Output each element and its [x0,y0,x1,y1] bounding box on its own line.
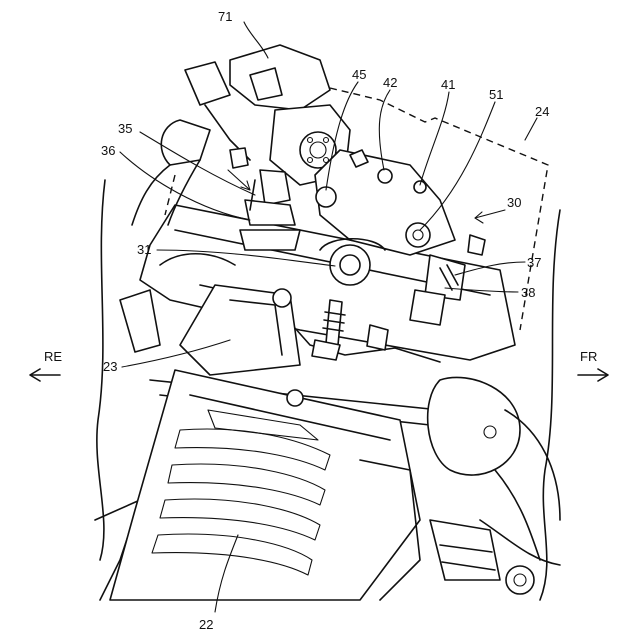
label-42: 42 [383,75,397,90]
label-22: 22 [199,617,213,632]
label-36: 36 [101,143,115,158]
label-41: 41 [441,77,455,92]
label-45: 45 [352,67,366,82]
label-31: 31 [137,242,151,257]
label-71: 71 [218,9,232,24]
label-38: 38 [521,285,535,300]
label-35: 35 [118,121,132,136]
label-24: 24 [535,104,549,119]
cylinder-block-22 [110,370,420,600]
label-51: 51 [489,87,503,102]
exhaust-pipe [428,377,560,594]
label-23: 23 [103,359,117,374]
label-37: 37 [527,255,541,270]
direction-front-label: FR [580,349,597,364]
direction-rear-label: RE [44,349,62,364]
label-30: 30 [507,195,521,210]
